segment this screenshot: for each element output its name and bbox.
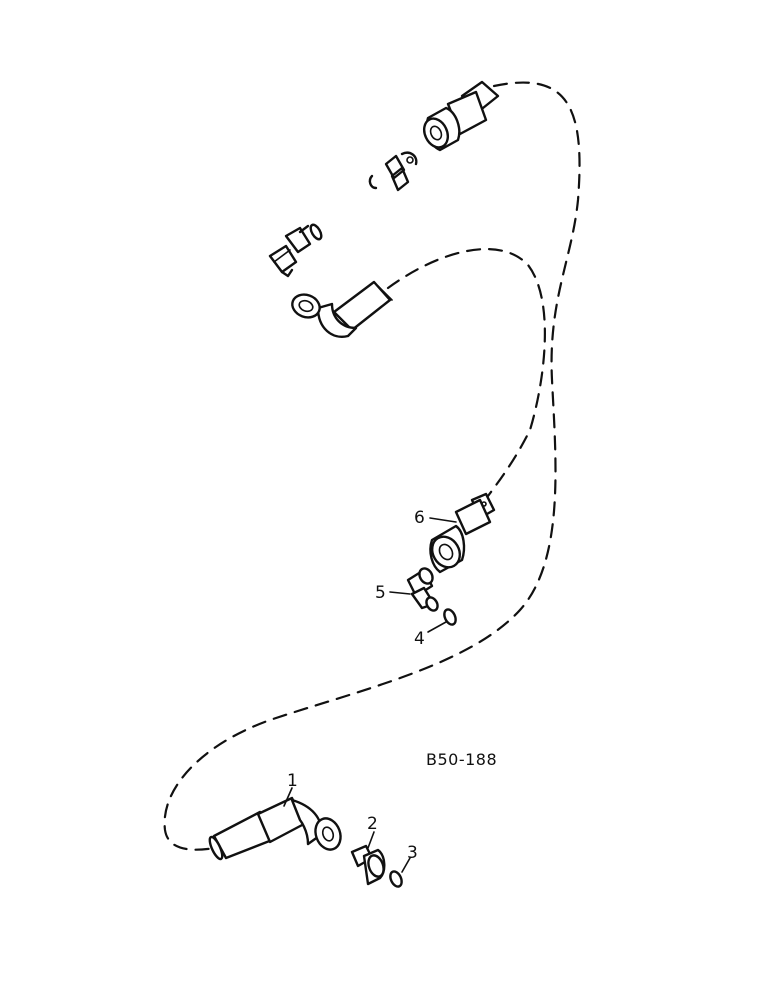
part-5-elbow-adapter [406, 567, 439, 612]
leader-lines [283, 517, 457, 873]
part-6-straight-hose-end [429, 492, 496, 574]
part-4-o-ring [443, 608, 457, 626]
callout-label-4: 4 [414, 629, 425, 649]
upper-elbow-adapter-parts [268, 223, 323, 278]
hose-path-inner [386, 248, 546, 502]
drawing-reference-number: B50-188 [426, 750, 497, 769]
part-1-elbow-hose-fitting [208, 796, 342, 861]
leader-line-3 [401, 857, 411, 873]
leader-line-4 [427, 621, 447, 633]
callout-label-6: 6 [414, 508, 425, 528]
leader-line-5 [389, 591, 411, 595]
leader-line-1 [283, 787, 293, 807]
upper-elbow-hose-fitting [291, 280, 393, 338]
callout-label-3: 3 [407, 843, 418, 863]
leader-line-2 [367, 831, 375, 849]
top-hose-end-fitting [422, 80, 500, 152]
leader-line-6 [429, 517, 457, 523]
part-2-straight-adapter [350, 844, 386, 886]
top-adapter-parts [368, 151, 418, 192]
callout-label-2: 2 [367, 814, 378, 834]
part-3-o-ring [389, 870, 403, 888]
callout-label-5: 5 [375, 583, 386, 603]
hose-path-outer [163, 81, 581, 851]
callout-label-1: 1 [287, 771, 298, 791]
